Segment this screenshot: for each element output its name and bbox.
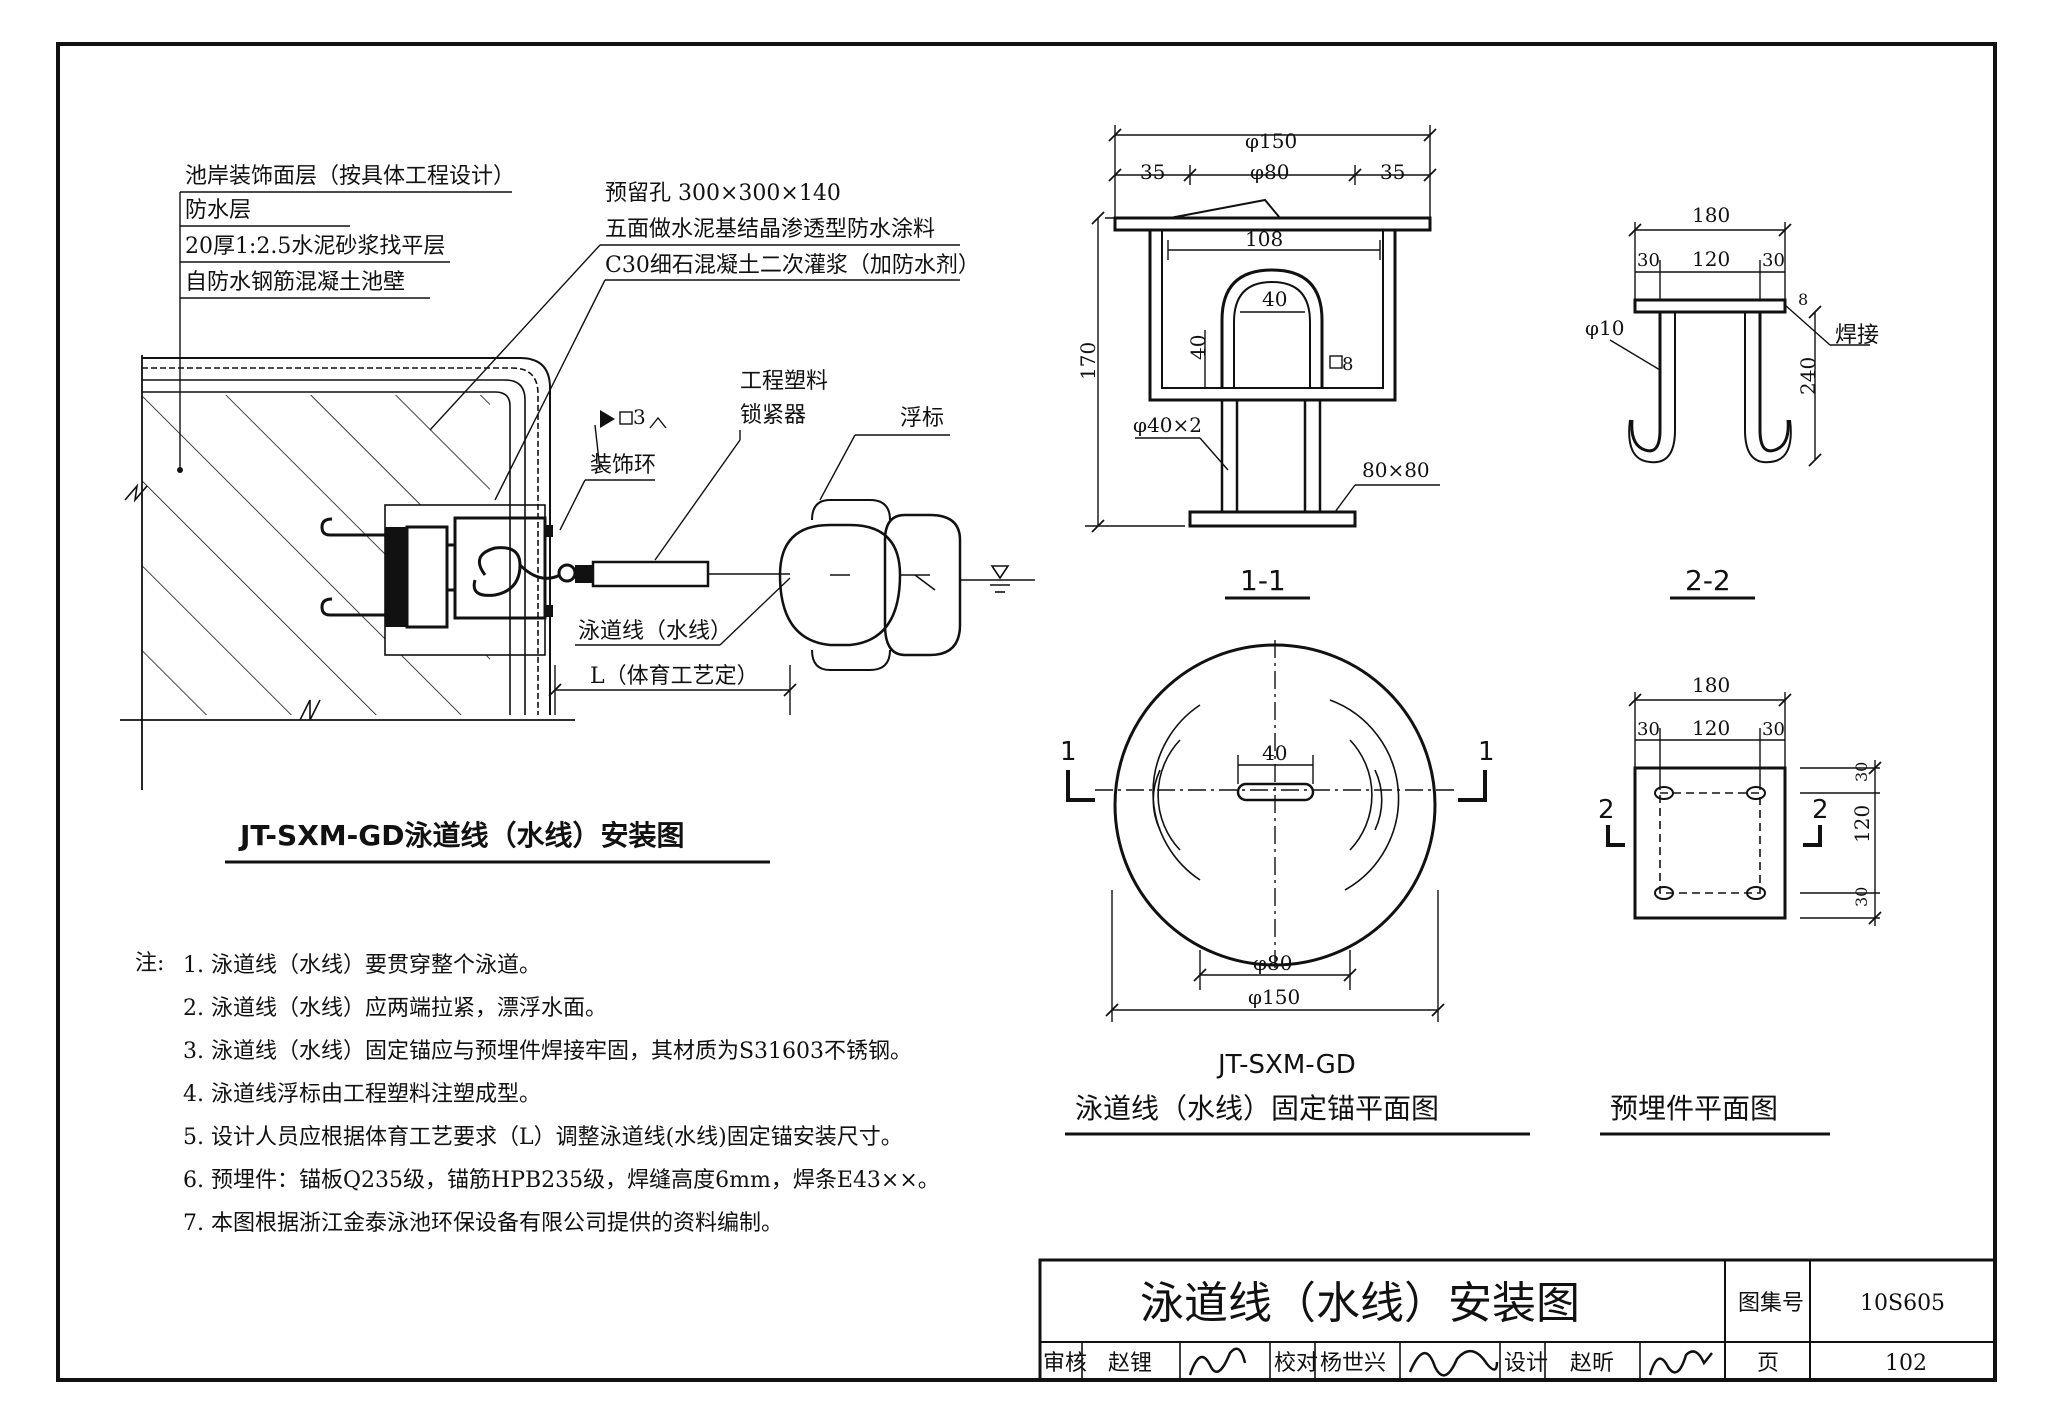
atlas-label: 图集号 xyxy=(1738,1291,1804,1316)
notes: 注: 1. 泳道线（水线）要贯穿整个泳道。 2. 泳道线（水线）应两端拉紧，漂浮… xyxy=(135,951,940,1236)
section-1-1: φ150 35 φ80 35 108 40 40 8 170 xyxy=(1076,125,1440,600)
wall-surface xyxy=(142,357,551,715)
page-number: 102 xyxy=(1885,1351,1927,1376)
cut-1-right: 1 xyxy=(1478,737,1495,767)
check-label: 校对 xyxy=(1274,1351,1318,1376)
tensioner-label-2: 锁紧器 xyxy=(740,403,806,428)
float xyxy=(778,499,962,671)
atlas-number: 10S605 xyxy=(1860,1291,1945,1316)
note-3: 3. 泳道线（水线）固定锚应与预埋件焊接牢固，其材质为S31603不锈钢。 xyxy=(183,1039,912,1064)
cut-2-left: 2 xyxy=(1598,795,1615,825)
embed-dim-120: 120 xyxy=(1692,716,1730,740)
dim-35-left: 35 xyxy=(1140,160,1165,184)
note-6: 6. 预埋件：锚板Q235级，锚筋HPB235级，焊缝高度6mm，焊条E43××… xyxy=(183,1168,940,1193)
dim-170: 170 xyxy=(1076,342,1100,380)
section-2-2-label: 2-2 xyxy=(1685,564,1731,597)
sheet-title: 泳道线（水线）安装图 xyxy=(1140,1278,1580,1329)
cut-2-right: 2 xyxy=(1812,795,1829,825)
hole-label: 预留孔 300×300×140 xyxy=(605,181,841,206)
embed-dim-30a: 30 xyxy=(1637,719,1660,740)
plan-d80: φ80 xyxy=(1253,951,1292,975)
dim-d150-top: φ150 xyxy=(1245,129,1297,153)
thickness-8: 8 xyxy=(1798,290,1808,309)
sq-8: 8 xyxy=(1342,354,1353,375)
dim-30a-22: 30 xyxy=(1637,250,1660,271)
embed-v30b: 30 xyxy=(1852,887,1871,907)
coat-label: 五面做水泥基结晶渗透型防水涂料 xyxy=(605,217,935,242)
designer-signature xyxy=(1648,1350,1713,1376)
reviewer-signature xyxy=(1188,1347,1247,1376)
plan-d150: φ150 xyxy=(1248,985,1300,1009)
embed-plan: 180 30 120 30 2 2 30 120 30 预埋件平面图 xyxy=(1598,673,1882,1136)
decorative-ring xyxy=(405,525,449,629)
embed-dim-180: 180 xyxy=(1692,673,1730,697)
sheet-border xyxy=(56,42,1997,1382)
cut-1-left: 1 xyxy=(1060,737,1077,767)
dim-108: 108 xyxy=(1245,227,1283,251)
anchor-plate xyxy=(385,527,407,627)
note-4: 4. 泳道线浮标由工程塑料注塑成型。 xyxy=(183,1082,541,1107)
dim-40-width: 40 xyxy=(1262,287,1287,311)
page-label: 页 xyxy=(1757,1351,1779,1376)
embed-v120: 120 xyxy=(1850,805,1874,843)
slot xyxy=(1236,782,1315,802)
dim-120-22: 120 xyxy=(1692,247,1730,271)
dim-35-right: 35 xyxy=(1380,160,1405,184)
designer-name: 赵昕 xyxy=(1570,1351,1614,1376)
note-5: 5. 设计人员应根据体育工艺要求（L）调整泳道线(水线)固定锚安装尺寸。 xyxy=(183,1125,903,1150)
ring-label: 装饰环 xyxy=(590,453,656,478)
lane-line-label: 泳道线（水线） xyxy=(578,619,732,644)
embed-dim-30b: 30 xyxy=(1762,719,1785,740)
rod-label: φ10 xyxy=(1585,316,1624,340)
layer-waterproof-label: 防水层 xyxy=(185,198,251,223)
base-plate-label: 80×80 xyxy=(1362,458,1430,482)
title-block: 泳道线（水线）安装图 图集号 10S605 审核 赵锂 校对 杨世兴 设计 赵昕… xyxy=(1038,1258,1997,1382)
checker-name: 杨世兴 xyxy=(1320,1351,1386,1376)
installation-drawing: 池岸装饰面层（按具体工程设计） 防水层 20厚1:2.5水泥砂浆找平层 自防水钢… xyxy=(120,164,1035,864)
install-title: JT-SXM-GD泳道线（水线）安装图 xyxy=(238,819,685,852)
anchor-plate-22 xyxy=(1633,298,1787,314)
slot-40: 40 xyxy=(1262,741,1287,765)
tensioner-label-1: 工程塑料 xyxy=(740,369,828,394)
anchor-model: JT-SXM-GD xyxy=(1216,1050,1356,1080)
notes-prefix: 注: xyxy=(135,951,164,976)
layer-wall-label: 自防水钢筋混凝土池壁 xyxy=(185,270,405,295)
anchor-box xyxy=(453,516,547,620)
checker-signature xyxy=(1408,1350,1499,1377)
section-2-2: 180 30 120 30 φ10 8 焊接 240 2-2 xyxy=(1585,203,1879,600)
anchor-plan: 40 1 1 φ80 φ150 JT-SXM-GD 泳道线（水线）固定锚平面图 xyxy=(1060,640,1530,1136)
note-1: 1. 泳道线（水线）要贯穿整个泳道。 xyxy=(183,953,541,978)
layer-mortar-label: 20厚1:2.5水泥砂浆找平层 xyxy=(185,234,445,259)
plastic-tensioner xyxy=(591,560,710,588)
water-level-icon xyxy=(990,565,1010,580)
grout-label: C30细石混凝土二次灌浆（加防水剂） xyxy=(605,253,980,278)
embed-plan-title: 预埋件平面图 xyxy=(1610,1092,1778,1125)
section-1-1-label: 1-1 xyxy=(1240,564,1286,597)
embed-plate xyxy=(1633,766,1787,920)
reviewer-name: 赵锂 xyxy=(1108,1351,1152,1376)
dim-180-22: 180 xyxy=(1692,203,1730,227)
anchor-plan-title: 泳道线（水线）固定锚平面图 xyxy=(1075,1092,1439,1125)
pipe-label: φ40×2 xyxy=(1133,413,1202,437)
float-label: 浮标 xyxy=(900,406,944,431)
note-2: 2. 泳道线（水线）应两端拉紧，漂浮水面。 xyxy=(183,996,607,1021)
dim-d80-top: φ80 xyxy=(1250,160,1289,184)
dim-40-height: 40 xyxy=(1186,335,1210,360)
dim-30b-22: 30 xyxy=(1762,250,1785,271)
length-label: L（体育工艺定） xyxy=(590,664,759,689)
cover-plate xyxy=(1113,216,1432,232)
layer-finish-label: 池岸装饰面层（按具体工程设计） xyxy=(185,164,515,189)
base-plate xyxy=(1188,510,1357,528)
weld-label: 焊接 xyxy=(1835,323,1879,348)
embed-v30a: 30 xyxy=(1852,762,1871,782)
dim-240: 240 xyxy=(1796,357,1820,395)
design-label: 设计 xyxy=(1504,1351,1548,1376)
arch-bar xyxy=(1220,268,1324,388)
review-label: 审核 xyxy=(1043,1351,1087,1376)
weld-symbol-label: 3 xyxy=(633,405,646,429)
note-7: 7. 本图根据浙江金泰泳池环保设备有限公司提供的资料编制。 xyxy=(183,1211,783,1236)
